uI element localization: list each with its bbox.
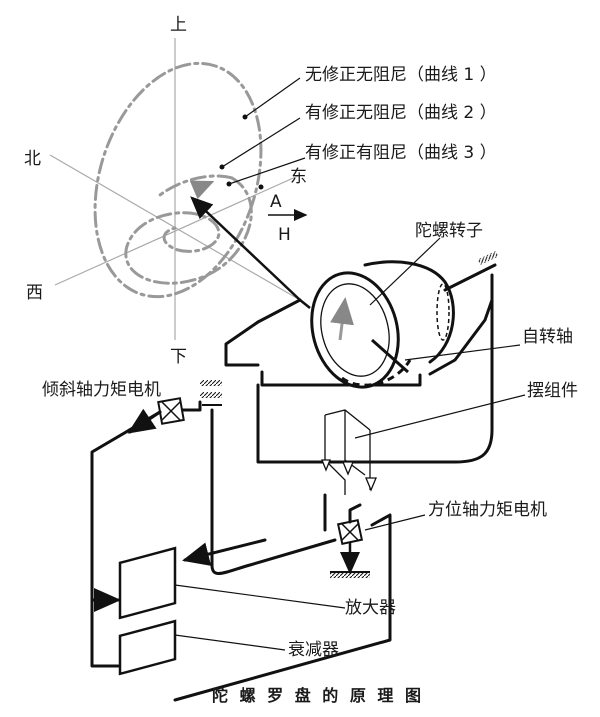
rotor-housing-back bbox=[363, 260, 455, 364]
label-a: A bbox=[270, 192, 282, 212]
tilt-support-hatch bbox=[200, 392, 222, 398]
label-curve-1: 无修正无阻尼（曲线 1 ） bbox=[305, 65, 497, 85]
part-leaders bbox=[174, 237, 526, 651]
east-marker bbox=[258, 184, 264, 190]
rotor-hidden-edge bbox=[341, 359, 412, 387]
rotor-face-inner bbox=[320, 283, 390, 377]
label-azimuth-motor: 方位轴力矩电机 bbox=[428, 500, 547, 520]
wire-to-amp-arrow bbox=[182, 538, 267, 566]
curve-spiral bbox=[124, 176, 253, 285]
pendulum-assembly bbox=[321, 409, 377, 495]
label-east: 东 bbox=[290, 167, 307, 187]
spin-axis-vector bbox=[190, 196, 301, 301]
label-h: H bbox=[278, 225, 291, 245]
wire-azimuth-to-attenuator bbox=[173, 513, 392, 702]
label-west: 西 bbox=[26, 283, 43, 303]
outer-frame-right bbox=[256, 273, 494, 464]
curve-leaders bbox=[221, 77, 306, 185]
pendulum-weight-3 bbox=[365, 477, 377, 492]
rotor-back-bearing bbox=[436, 283, 450, 341]
label-pendulum: 摆组件 bbox=[527, 381, 578, 401]
wire-tilt-to-attenuator bbox=[90, 410, 162, 668]
label-curve-3: 有修正有阻尼（曲线 3 ） bbox=[305, 143, 497, 163]
azimuth-motor bbox=[330, 503, 370, 578]
label-amplifier: 放大器 bbox=[345, 598, 396, 618]
rotor-spin-arrow bbox=[330, 297, 354, 341]
east-west-axis bbox=[54, 174, 301, 286]
wire-tilt-arrow bbox=[127, 408, 162, 434]
trajectory-curves bbox=[93, 61, 264, 299]
label-tilt-motor: 倾斜轴力矩电机 bbox=[42, 380, 161, 400]
right-support-hatch bbox=[477, 251, 499, 265]
curve-spiral-start bbox=[158, 174, 234, 197]
label-up: 上 bbox=[170, 15, 187, 35]
horizontal-axle bbox=[443, 263, 497, 292]
label-attenuator: 衰减器 bbox=[288, 640, 339, 660]
spiral-arrow bbox=[189, 180, 215, 200]
gyro-assembly bbox=[168, 251, 499, 464]
frame-bottom bbox=[260, 370, 422, 387]
curve-1-ellipse bbox=[93, 61, 263, 299]
pendulum-weight-2 bbox=[342, 461, 354, 476]
label-rotor: 陀螺转子 bbox=[415, 221, 483, 241]
frame-right bbox=[428, 298, 494, 376]
wiring bbox=[90, 408, 392, 702]
label-down: 下 bbox=[170, 347, 187, 367]
wire-amp-to-azimuth bbox=[210, 408, 337, 575]
attenuator-box bbox=[118, 619, 177, 676]
frame-top-left bbox=[256, 298, 302, 324]
label-north: 北 bbox=[24, 149, 41, 169]
amplifier-box bbox=[118, 546, 177, 620]
label-spin-axis: 自转轴 bbox=[522, 327, 573, 347]
label-curve-2: 有修正无阻尼（曲线 2 ） bbox=[305, 103, 497, 123]
pendulum-weight-1 bbox=[321, 459, 331, 472]
spin-axle bbox=[371, 338, 409, 374]
figure-caption: 陀 螺 罗 盘 的 原 理 图 bbox=[212, 686, 424, 705]
frame-left bbox=[224, 320, 260, 367]
tilt-motor bbox=[157, 380, 222, 425]
